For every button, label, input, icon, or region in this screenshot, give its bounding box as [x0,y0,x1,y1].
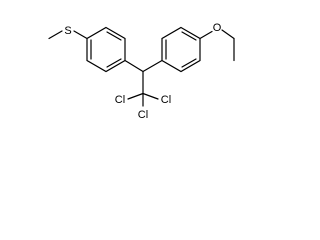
bond-ring-o [199,30,213,40]
atom-chlorine-bottom-label: Cl [138,109,148,121]
bond-ch-ring-left [124,59,144,73]
atom-chlorine-right-label: Cl [161,94,171,106]
bond-s-methyl [48,30,63,40]
ring-left-double-bond-2 [106,58,122,68]
ring-right [161,26,201,73]
bond-ring-s [73,30,88,40]
bond-ch-ring-right [142,59,163,73]
bond-o-ch2 [221,29,235,40]
ring-left-double-bond-1 [106,31,122,41]
ring-right-double-bond-2 [181,58,197,68]
bond-c-cl-left [127,92,144,100]
atom-sulfur-label: S [64,25,71,37]
ring-left-outline [86,26,126,73]
bond-c-cl-right [142,92,159,100]
atom-chlorine-left-label: Cl [115,94,125,106]
molecule-structure: S O Cl Cl Cl [48,22,235,121]
ring-left [86,26,126,73]
atom-oxygen-label: O [213,22,222,34]
ring-right-outline [161,26,201,73]
ring-right-double-bond-1 [181,31,197,41]
